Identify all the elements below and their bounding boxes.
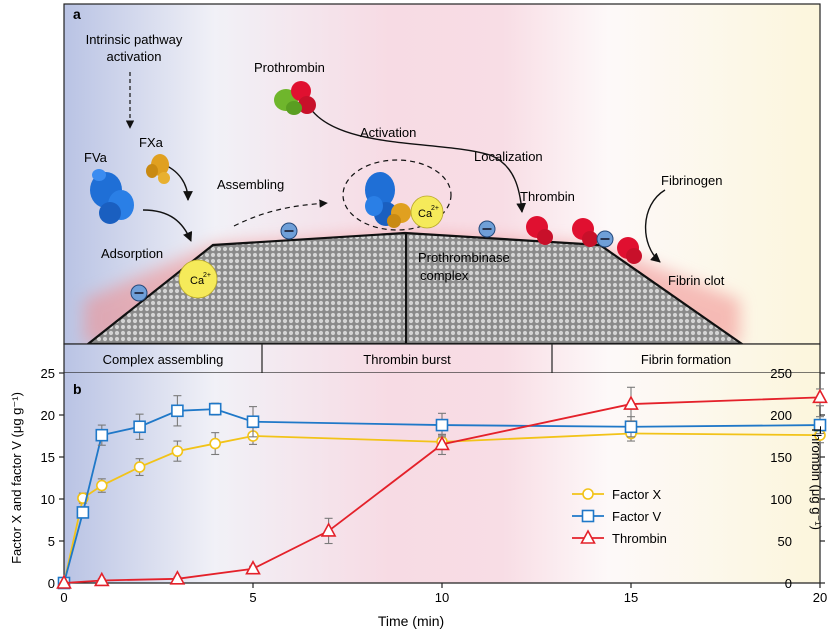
x-tick-label: 0 <box>60 590 67 605</box>
panel-a-label: a <box>73 6 81 22</box>
adsorption-label: Adsorption <box>101 246 163 261</box>
legend-factor-x-label: Factor X <box>612 487 661 502</box>
y-tick-label-left: 10 <box>41 492 55 507</box>
factor-v-point <box>246 415 260 429</box>
y-tick-label-right: 250 <box>770 366 792 381</box>
svg-text:Ca: Ca <box>418 208 433 220</box>
factor-v-point <box>208 402 222 416</box>
x-axis-label: Time (min) <box>378 613 444 629</box>
series-thrombin <box>56 386 828 589</box>
legend-factor-v-label: Factor V <box>612 509 661 524</box>
factor-v-point <box>95 428 109 442</box>
fibrinogen-arrow <box>644 189 666 263</box>
assembling-label: Assembling <box>217 177 284 192</box>
fva-protein-icon <box>90 169 134 224</box>
factor-v-point <box>171 404 184 418</box>
factor-v-point <box>76 506 90 519</box>
legend-factor-v-marker <box>581 509 595 523</box>
prothrombinase-label-1: Prothrombinase <box>418 250 510 265</box>
y-tick-label-left: 0 <box>48 576 55 591</box>
complex-outline <box>342 159 452 231</box>
thrombin-label: Thrombin <box>520 189 575 204</box>
prothrombin-protein-icon <box>274 81 316 115</box>
adsorption-arrow <box>142 209 193 242</box>
calcium-ion-icon: Ca 2+ <box>178 259 218 299</box>
legend-factor-x-marker <box>582 488 594 500</box>
thrombin-line <box>63 396 821 584</box>
thrombin-protein-icon <box>526 216 642 264</box>
thrombin-point <box>169 570 186 585</box>
thrombin-point <box>245 560 261 575</box>
factor-v-line <box>63 408 821 584</box>
fibrin-clot-label: Fibrin clot <box>668 273 725 288</box>
fva-label: FVa <box>84 150 108 165</box>
x-tick-label: 15 <box>624 590 638 605</box>
svg-text:2+: 2+ <box>203 272 211 279</box>
thrombin-point <box>56 574 72 589</box>
factor-v-point <box>624 420 638 434</box>
stage-thrombin-burst: Thrombin burst <box>363 352 451 367</box>
panel-a: a Intrinsic pathway activation FXa FVa P… <box>63 3 821 346</box>
factor-v-point <box>133 420 146 434</box>
x-tick-label: 10 <box>435 590 449 605</box>
y-tick-label-left: 25 <box>41 366 55 381</box>
factor-x-point <box>133 461 146 473</box>
stage-complex-assembling: Complex assembling <box>103 352 224 367</box>
activation-label: Activation <box>360 125 416 140</box>
localization-label: Localization <box>474 149 543 164</box>
thrombin-point <box>812 388 828 404</box>
svg-text:2+: 2+ <box>431 205 439 212</box>
legend-thrombin-marker <box>580 529 596 544</box>
thrombin-point <box>320 522 337 537</box>
activation-arrow <box>309 107 527 213</box>
negative-charge-icon <box>130 220 614 302</box>
thrombin-point <box>434 435 450 451</box>
legend: Factor X Factor V Thrombin <box>572 487 667 546</box>
factor-v-point <box>435 418 449 432</box>
thrombin-point <box>623 395 639 410</box>
thrombin-point <box>93 571 110 587</box>
stage-bar: Complex assembling Thrombin burst Fibrin… <box>63 343 821 374</box>
y-tick-label-right: 50 <box>778 534 792 549</box>
fxa-protein-icon <box>146 154 170 184</box>
panel-b-label: b <box>73 381 82 397</box>
stage-fibrin-formation: Fibrin formation <box>641 352 731 367</box>
complex-protein-icon <box>365 172 411 228</box>
y-tick-label-right: 200 <box>770 408 792 423</box>
calcium-ion-complex-icon: Ca 2+ <box>410 195 444 229</box>
series-factor-v <box>57 395 827 590</box>
intrinsic-label-2: activation <box>107 49 162 64</box>
y-axis-label-right: Thrombin (μg g⁻¹) <box>809 426 824 530</box>
y-tick-label-left: 20 <box>41 408 55 423</box>
y-tick-label-right: 150 <box>770 450 792 465</box>
y-tick-label-left: 15 <box>41 450 55 465</box>
factor-x-point <box>171 445 184 457</box>
x-tick-label: 5 <box>249 590 256 605</box>
y-axis-label-left: Factor X and factor V (μg g⁻¹) <box>9 392 24 564</box>
fibrinogen-label: Fibrinogen <box>661 173 722 188</box>
y-tick-label-right: 100 <box>770 492 792 507</box>
prothrombinase-label-2: complex <box>420 268 469 283</box>
fxa-label: FXa <box>139 135 164 150</box>
assembling-arrow <box>233 199 328 227</box>
chart-background <box>64 373 820 583</box>
prothrombin-label: Prothrombin <box>254 60 325 75</box>
y-tick-label-right: 0 <box>785 576 792 591</box>
svg-text:Ca: Ca <box>190 275 205 287</box>
factor-x-point <box>96 479 108 492</box>
intrinsic-label-1: Intrinsic pathway <box>86 32 183 47</box>
x-tick-label: 20 <box>813 590 827 605</box>
legend-thrombin-label: Thrombin <box>612 531 667 546</box>
factor-x-line <box>63 432 821 584</box>
y-tick-label-left: 5 <box>48 534 55 549</box>
factor-v-point <box>813 418 827 432</box>
factor-x-point <box>209 437 221 450</box>
